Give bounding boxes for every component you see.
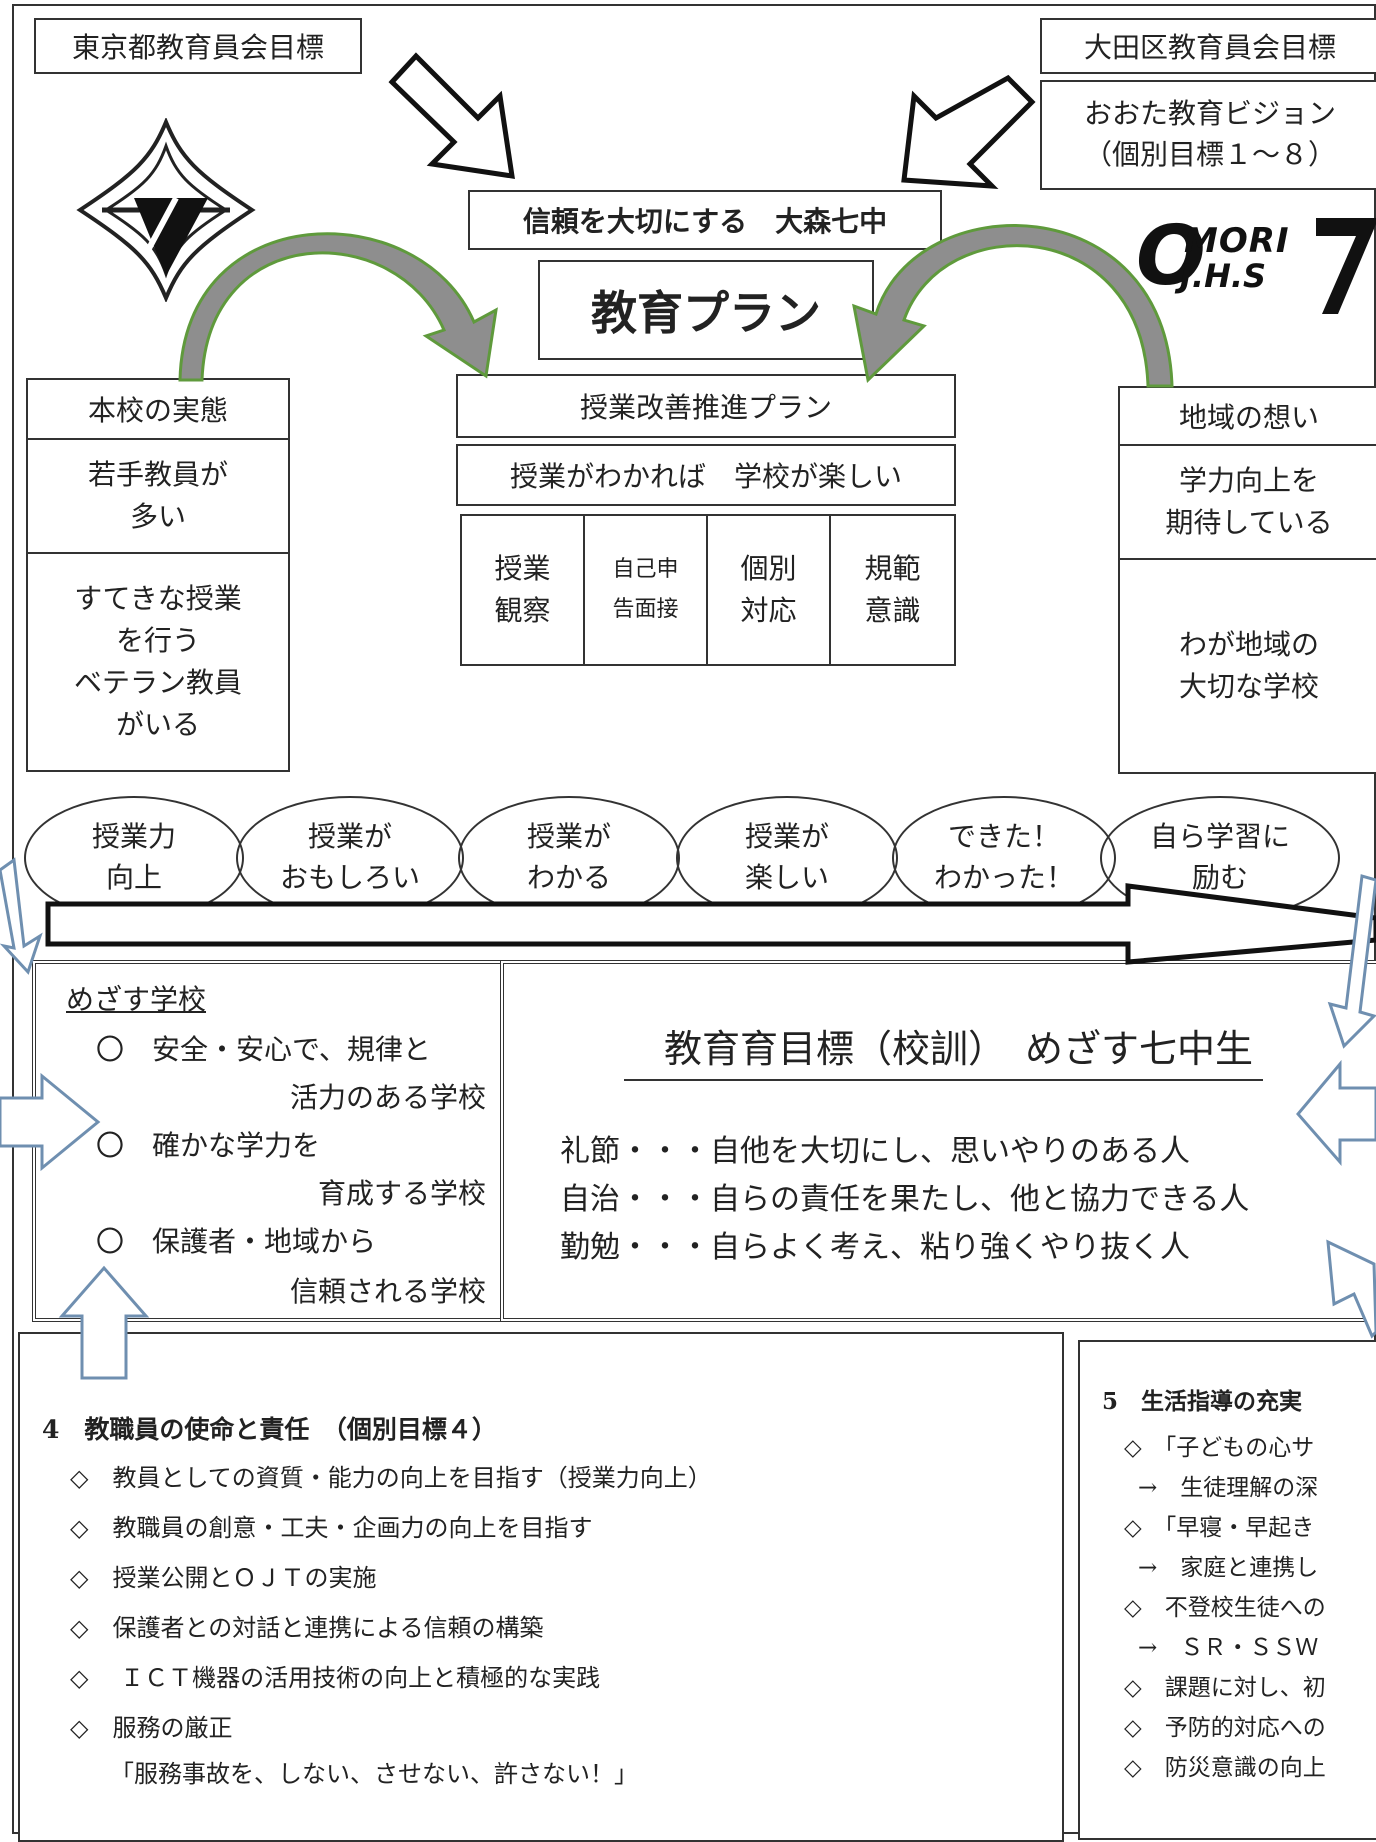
- section-5-box: 5 生活指導の充実 ◇ 「子どもの心サ → 生徒理解の深 ◇ 「早寝・早起き →…: [1078, 1340, 1376, 1840]
- section-4-item: 「服務事故を、しない、させない、許さない！」: [110, 1760, 638, 1788]
- veteran-teachers-box: すてきな授業 を行う ベテラン教員 がいる: [26, 552, 290, 772]
- ota-goal-box: 大田区教育員会目標: [1040, 18, 1376, 74]
- goal-line-2: 活力のある学校: [289, 1081, 486, 1114]
- section-4-item: ◇ 授業公開とＯＪＴの実施: [70, 1564, 377, 1592]
- goal-school-box: めざす学校 〇 安全・安心で、規律と 活力のある学校 〇 確かな学力を 育成する…: [32, 960, 504, 1322]
- circle-did-it: できた！ わかった！: [892, 796, 1116, 920]
- circle-lesson-fun: 授業が 楽しい: [676, 796, 898, 920]
- omori-logo-mori: MORI: [1184, 221, 1290, 261]
- section-5-item: ◇ 「早寝・早起き: [1124, 1515, 1315, 1541]
- section-4-item: ◇ 教員としての資質・能力の向上を目指す（授業力向上）: [70, 1464, 712, 1492]
- plan-col-interview: 自己申 告面接: [585, 516, 708, 664]
- community-title: 地域の想い: [1118, 386, 1376, 446]
- circle-lesson-interesting: 授業が おもしろい: [236, 796, 464, 920]
- lesson-slogan: 授業がわかれば 学校が楽しい: [456, 444, 956, 506]
- trust-banner: 信頼を大切にする 大森七中: [468, 190, 942, 250]
- ota-vision-box: おおた教育ビジョン （個別目標１～８）: [1040, 80, 1376, 190]
- omori-logo: O MORI J.H.S: [1136, 214, 1376, 314]
- plan-col-observation: 授業 観察: [462, 516, 585, 664]
- circle-lesson-understand: 授業が わかる: [458, 796, 680, 920]
- important-school-box: わが地域の 大切な学校: [1118, 558, 1376, 774]
- plan-col-individual: 個別 対応: [708, 516, 831, 664]
- section-4-item: ◇ ＩＣＴ機器の活用技術の向上と積極的な実践: [70, 1664, 601, 1692]
- section-5-item: → ＳＲ・ＳＳＷ: [1138, 1635, 1319, 1661]
- goal-line-3: 〇 確かな学力を: [96, 1129, 321, 1162]
- section-4-item: ◇ 教職員の創意・工夫・企画力の向上を目指す: [70, 1514, 593, 1542]
- section-5-item: ◇ 不登校生徒への: [1124, 1595, 1326, 1621]
- goal-school-heading: めざす学校: [66, 983, 207, 1016]
- section-4-heading: 4 教職員の使命と責任 （個別目標４）: [42, 1415, 497, 1444]
- academic-expectation-box: 学力向上を 期待している: [1118, 444, 1376, 560]
- section-4-item: ◇ 保護者との対話と連携による信頼の構築: [70, 1614, 544, 1642]
- motto-line-3: 勤勉・・・自らよく考え、粘り強くやり抜く人: [560, 1230, 1190, 1265]
- school-status-title: 本校の実態: [26, 378, 290, 440]
- lesson-improvement-title: 授業改善推進プラン: [456, 374, 956, 438]
- school-emblem-icon: [76, 116, 256, 304]
- section-5-item: ◇ 課題に対し、初: [1124, 1675, 1326, 1701]
- section-5-item: ◇ 予防的対応への: [1124, 1715, 1326, 1741]
- motto-line-1: 礼節・・・自他を大切にし、思いやりのある人: [560, 1134, 1190, 1169]
- circle-self-study: 自ら学習に 励む: [1100, 796, 1340, 920]
- goal-line-1: 〇 安全・安心で、規律と: [96, 1033, 431, 1066]
- education-plan-title: 教育プラン: [538, 260, 874, 360]
- section-4-item: ◇ 服務の厳正: [70, 1714, 233, 1742]
- tokyo-goal-box: 東京都教育員会目標: [34, 18, 362, 74]
- plan-col-norms: 規範 意識: [864, 552, 921, 627]
- motto-title: 教育育目標（校訓） めざす七中生: [624, 1018, 1264, 1081]
- omori-logo-jhs: J.H.S: [1180, 257, 1267, 295]
- young-teachers-box: 若手教員が 多い: [26, 438, 290, 554]
- section-5-item: ◇ 防災意識の向上: [1124, 1755, 1326, 1781]
- section-5-item: ◇ 「子どもの心サ: [1124, 1435, 1315, 1461]
- circle-lesson-power: 授業力 向上: [24, 796, 244, 920]
- plan-columns: 授業 観察 自己申 告面接 個別 対応 規範 意識: [460, 514, 956, 666]
- goal-line-4: 育成する学校: [317, 1177, 486, 1210]
- section-5-item: → 生徒理解の深: [1138, 1475, 1319, 1501]
- motto-line-2: 自治・・・自らの責任を果たし、他と協力できる人: [560, 1182, 1250, 1217]
- goal-line-5: 〇 保護者・地域から: [96, 1225, 377, 1258]
- section-4-box: 4 教職員の使命と責任 （個別目標４） ◇ 教員としての資質・能力の向上を目指す…: [18, 1332, 1064, 1842]
- section-5-heading: 5 生活指導の充実: [1102, 1388, 1303, 1415]
- section-5-item: → 家庭と連携し: [1138, 1555, 1319, 1581]
- goal-line-6: 信頼される学校: [289, 1275, 486, 1308]
- motto-box: 教育育目標（校訓） めざす七中生 礼節・・・自他を大切にし、思いやりのある人 自…: [500, 960, 1376, 1322]
